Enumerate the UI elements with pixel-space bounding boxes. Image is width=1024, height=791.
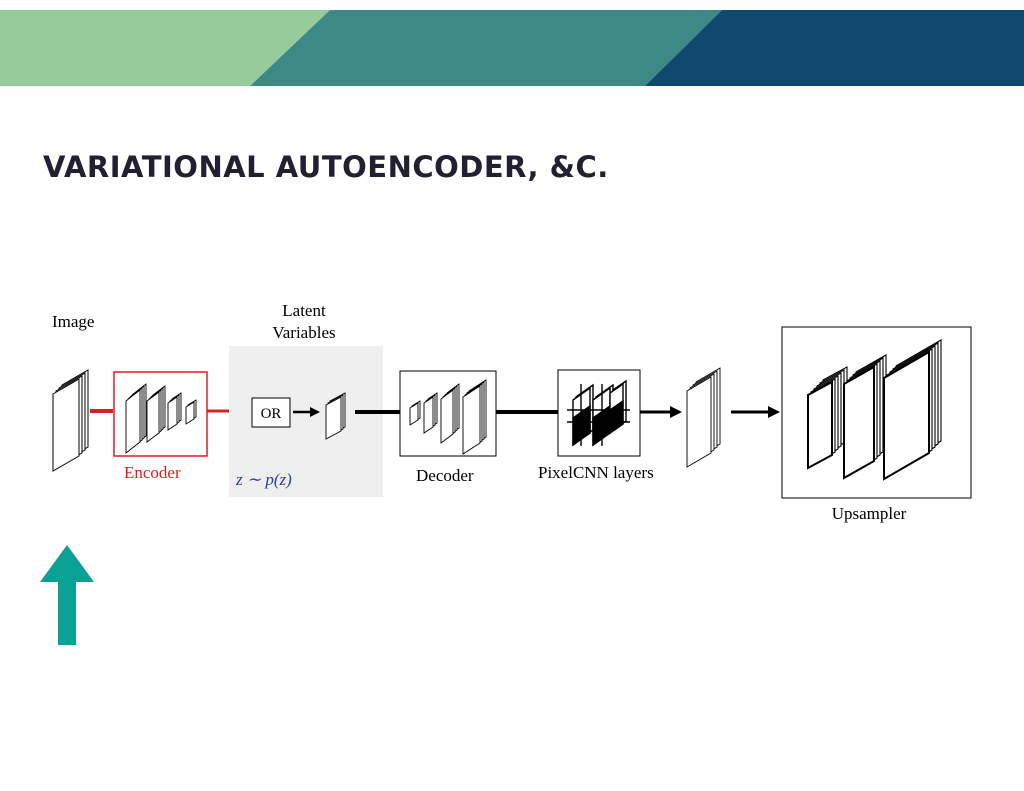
or-box — [251, 397, 291, 428]
pixelcnn-label: PixelCNN layers — [538, 463, 654, 482]
decoder-label: Decoder — [416, 466, 474, 485]
banner-light-green-band — [0, 10, 330, 86]
output-feature-stack — [686, 367, 721, 468]
upsampler-label: Upsampler — [832, 504, 907, 523]
arrow-or-to-latent-head — [310, 407, 320, 417]
input-image-stack — [52, 369, 89, 472]
banner-navy-band — [645, 10, 1024, 86]
arrow-up-icon — [40, 545, 94, 645]
latent-layer-stack — [325, 392, 346, 440]
encoder-layers — [125, 383, 197, 454]
upsampler-layers — [807, 339, 942, 481]
image-label: Image — [52, 312, 94, 331]
slide-title: VARIATIONAL AUTOENCODER, &C. — [43, 150, 609, 184]
latent-formula: z ∼ p(z) — [235, 470, 292, 489]
or-label: OR — [261, 406, 282, 422]
latent-label-line2: Variables — [272, 323, 335, 342]
banner-teal-band — [250, 10, 722, 86]
encoder-label: Encoder — [124, 463, 181, 482]
top-banner — [0, 10, 1024, 86]
decoder-layers — [409, 379, 487, 455]
arrow-pixelcnn-to-output-head — [670, 406, 682, 418]
arrow-output-to-upsampler-head — [768, 406, 780, 418]
pixelcnn-layers — [567, 379, 630, 447]
latent-label-line1: Latent — [282, 301, 326, 320]
